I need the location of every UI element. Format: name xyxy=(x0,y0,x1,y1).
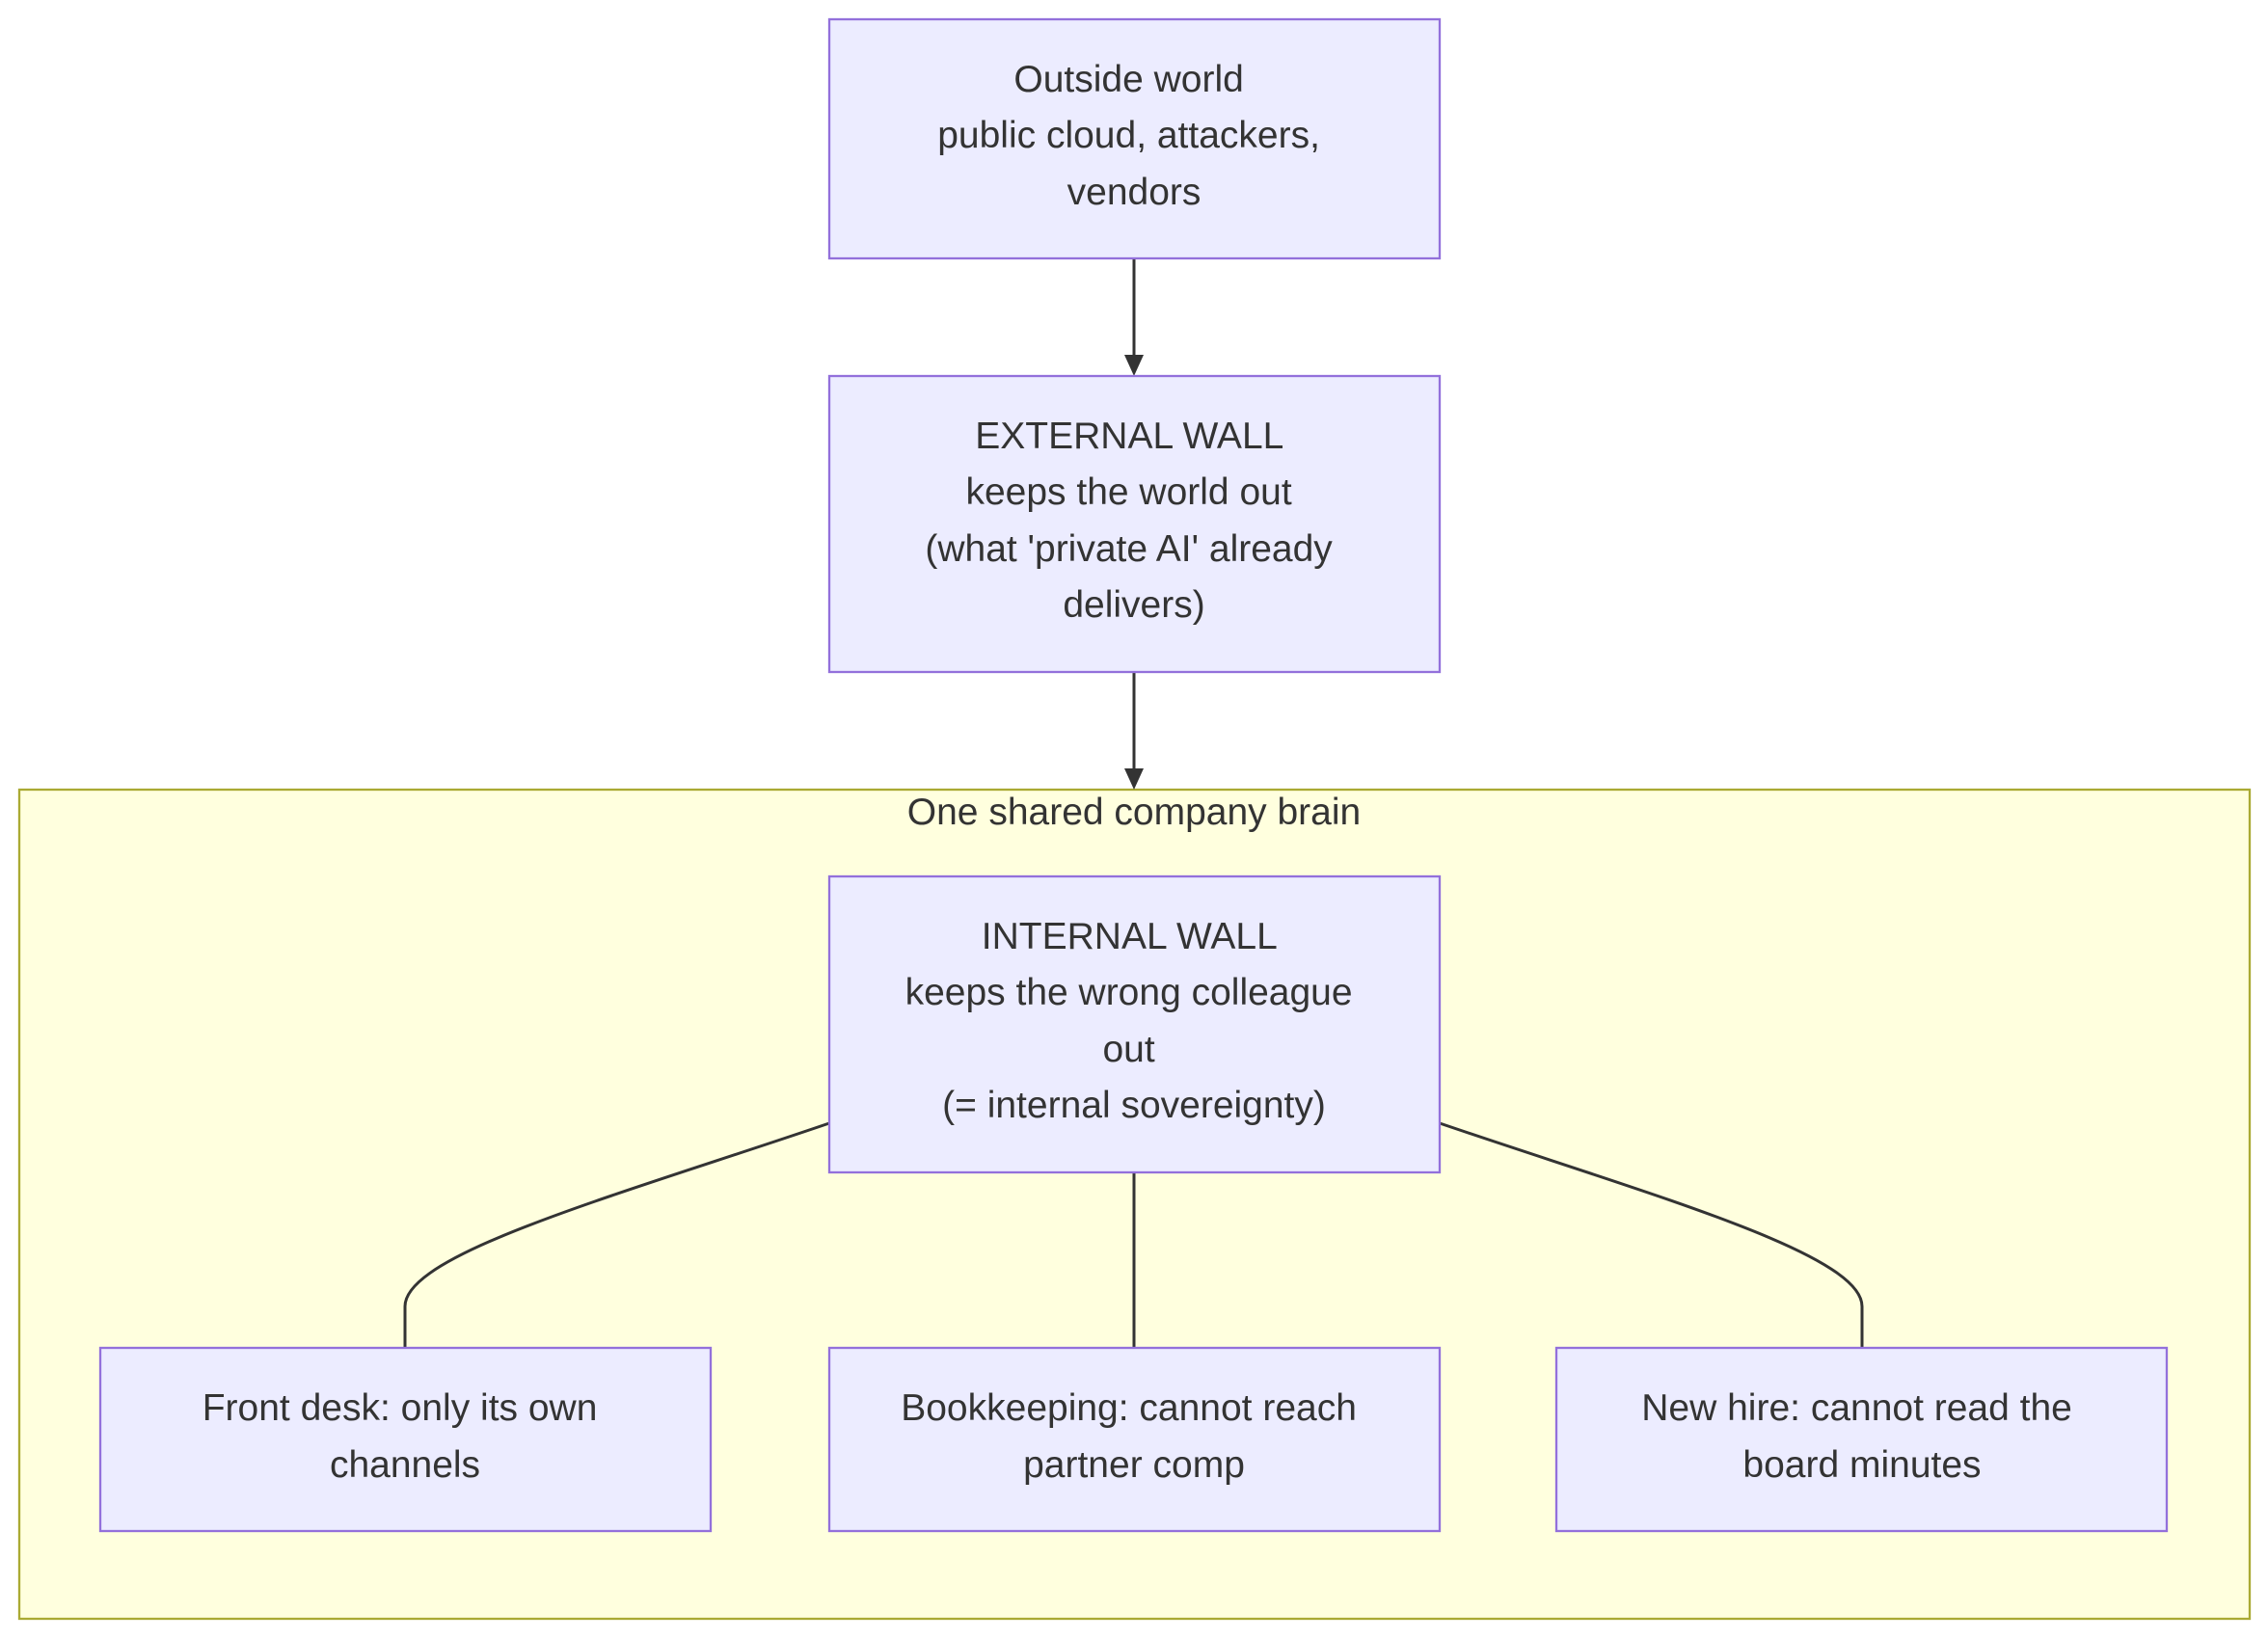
node-label-line: EXTERNAL WALL xyxy=(975,416,1282,457)
node-box xyxy=(827,374,1442,674)
svg-text:INTERNAL WALL keeps the: INTERNAL WALL keeps the wrong colleague … xyxy=(905,916,1364,1126)
node-label-line: Outside world xyxy=(1013,59,1243,100)
arrowhead-cluster xyxy=(1124,768,1144,790)
svg-text:Outside world public clo: Outside world public cloud, attackers, v… xyxy=(937,59,1331,213)
node-label-line: board minutes xyxy=(1742,1444,1981,1486)
node-label-line: partner comp xyxy=(1023,1444,1245,1486)
edges xyxy=(403,258,1864,1348)
node-label-line: Front desk: only its own xyxy=(202,1387,598,1429)
node-label-line: vendors xyxy=(1067,172,1202,213)
svg-text:Front desk: only its own: Front desk: only its own channels xyxy=(202,1387,608,1486)
arrowhead-external-wall xyxy=(1124,355,1144,376)
node-bookkeeping[interactable]: Bookkeeping: cannot reach partner comp xyxy=(827,1346,1442,1533)
svg-text:New hire: cannot read the: New hire: cannot read the board minutes xyxy=(1641,1387,2082,1486)
node-box xyxy=(1554,1346,2169,1533)
node-external-wall[interactable]: EXTERNAL WALL keeps the world out (what … xyxy=(827,374,1442,674)
node-label-line: channels xyxy=(330,1444,480,1486)
node-label-line: Bookkeeping: cannot reach xyxy=(901,1387,1357,1429)
node-box xyxy=(827,874,1442,1174)
node-label-line: public cloud, attackers, xyxy=(937,115,1320,156)
node-label-line: INTERNAL WALL xyxy=(982,916,1277,957)
node-box xyxy=(827,17,1442,260)
node-outside-world[interactable]: Outside world public cloud, attackers, v… xyxy=(827,17,1442,260)
node-box xyxy=(827,1346,1442,1533)
cluster-title: One shared company brain xyxy=(907,792,1361,833)
node-label-line: delivers) xyxy=(1063,584,1204,626)
node-label-line: (= internal sovereignty) xyxy=(942,1085,1326,1126)
node-label-line: keeps the wrong colleague xyxy=(905,972,1353,1013)
edge-internal-wall-to-new-hire xyxy=(1439,1121,1864,1348)
node-new-hire[interactable]: New hire: cannot read the board minutes xyxy=(1554,1346,2169,1533)
node-label-line: out xyxy=(1102,1029,1154,1070)
edge-internal-wall-to-front-desk xyxy=(403,1121,830,1348)
node-label-line: keeps the world out xyxy=(965,471,1291,513)
svg-text:Bookkeeping: cannot reach: Bookkeeping: cannot reach partner comp xyxy=(901,1387,1367,1486)
node-internal-wall[interactable]: INTERNAL WALL keeps the wrong colleague … xyxy=(827,874,1442,1174)
node-label-line: (what 'private AI' already xyxy=(925,528,1333,570)
svg-text:EXTERNAL WALL keeps the: EXTERNAL WALL keeps the world out (what … xyxy=(925,416,1342,626)
node-box xyxy=(98,1346,713,1533)
node-front-desk[interactable]: Front desk: only its own channels xyxy=(98,1346,713,1533)
node-label-line: New hire: cannot read the xyxy=(1641,1387,2072,1429)
